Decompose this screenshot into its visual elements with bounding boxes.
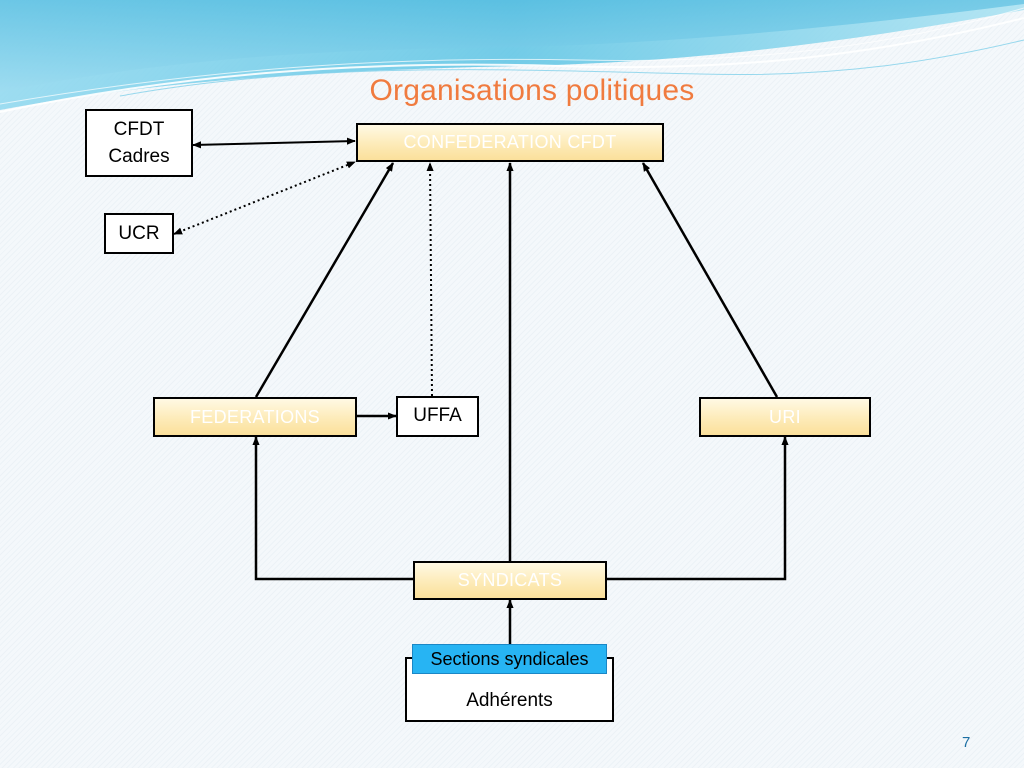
uffa-label: UFFA bbox=[413, 405, 462, 426]
federations-box: FEDERATIONS bbox=[153, 397, 357, 437]
syndicats-box: SYNDICATS bbox=[413, 561, 607, 600]
sections-syndicales-label: Sections syndicales bbox=[412, 644, 607, 674]
edge-syndicats-uri bbox=[606, 436, 789, 581]
uri-box: URI bbox=[699, 397, 871, 437]
edge-cfdt-cadres-confederation bbox=[192, 137, 356, 149]
edge-syndicats-federations bbox=[252, 436, 414, 581]
syndicats-label: SYNDICATS bbox=[457, 570, 563, 590]
federations-label: FEDERATIONS bbox=[190, 406, 320, 427]
ucr-box: UCR bbox=[104, 213, 174, 254]
edge-ucr-confederation bbox=[173, 161, 356, 235]
slide-number: 7 bbox=[962, 734, 971, 751]
uffa-box: UFFA bbox=[396, 396, 479, 437]
edge-federations-confederation bbox=[254, 162, 395, 398]
slide-title: Organisations politiques bbox=[369, 74, 695, 107]
confederation-cfdt-label: CONFEDERATION CFDT bbox=[403, 132, 617, 152]
uri-label: URI bbox=[769, 406, 801, 427]
adherents-label: Adhérents bbox=[466, 690, 553, 711]
edge-uffa-confederation bbox=[426, 162, 434, 397]
edge-uri-confederation bbox=[641, 162, 779, 398]
cfdt-cadres-label-line2: Cadres bbox=[108, 146, 170, 167]
ucr-label: UCR bbox=[118, 223, 160, 244]
cfdt-cadres-label-line1: CFDT bbox=[113, 119, 165, 140]
header-wave-decoration bbox=[0, 0, 1024, 113]
cfdt-cadres-box: CFDT Cadres bbox=[85, 109, 193, 177]
confederation-cfdt-box: CONFEDERATION CFDT bbox=[356, 123, 664, 162]
